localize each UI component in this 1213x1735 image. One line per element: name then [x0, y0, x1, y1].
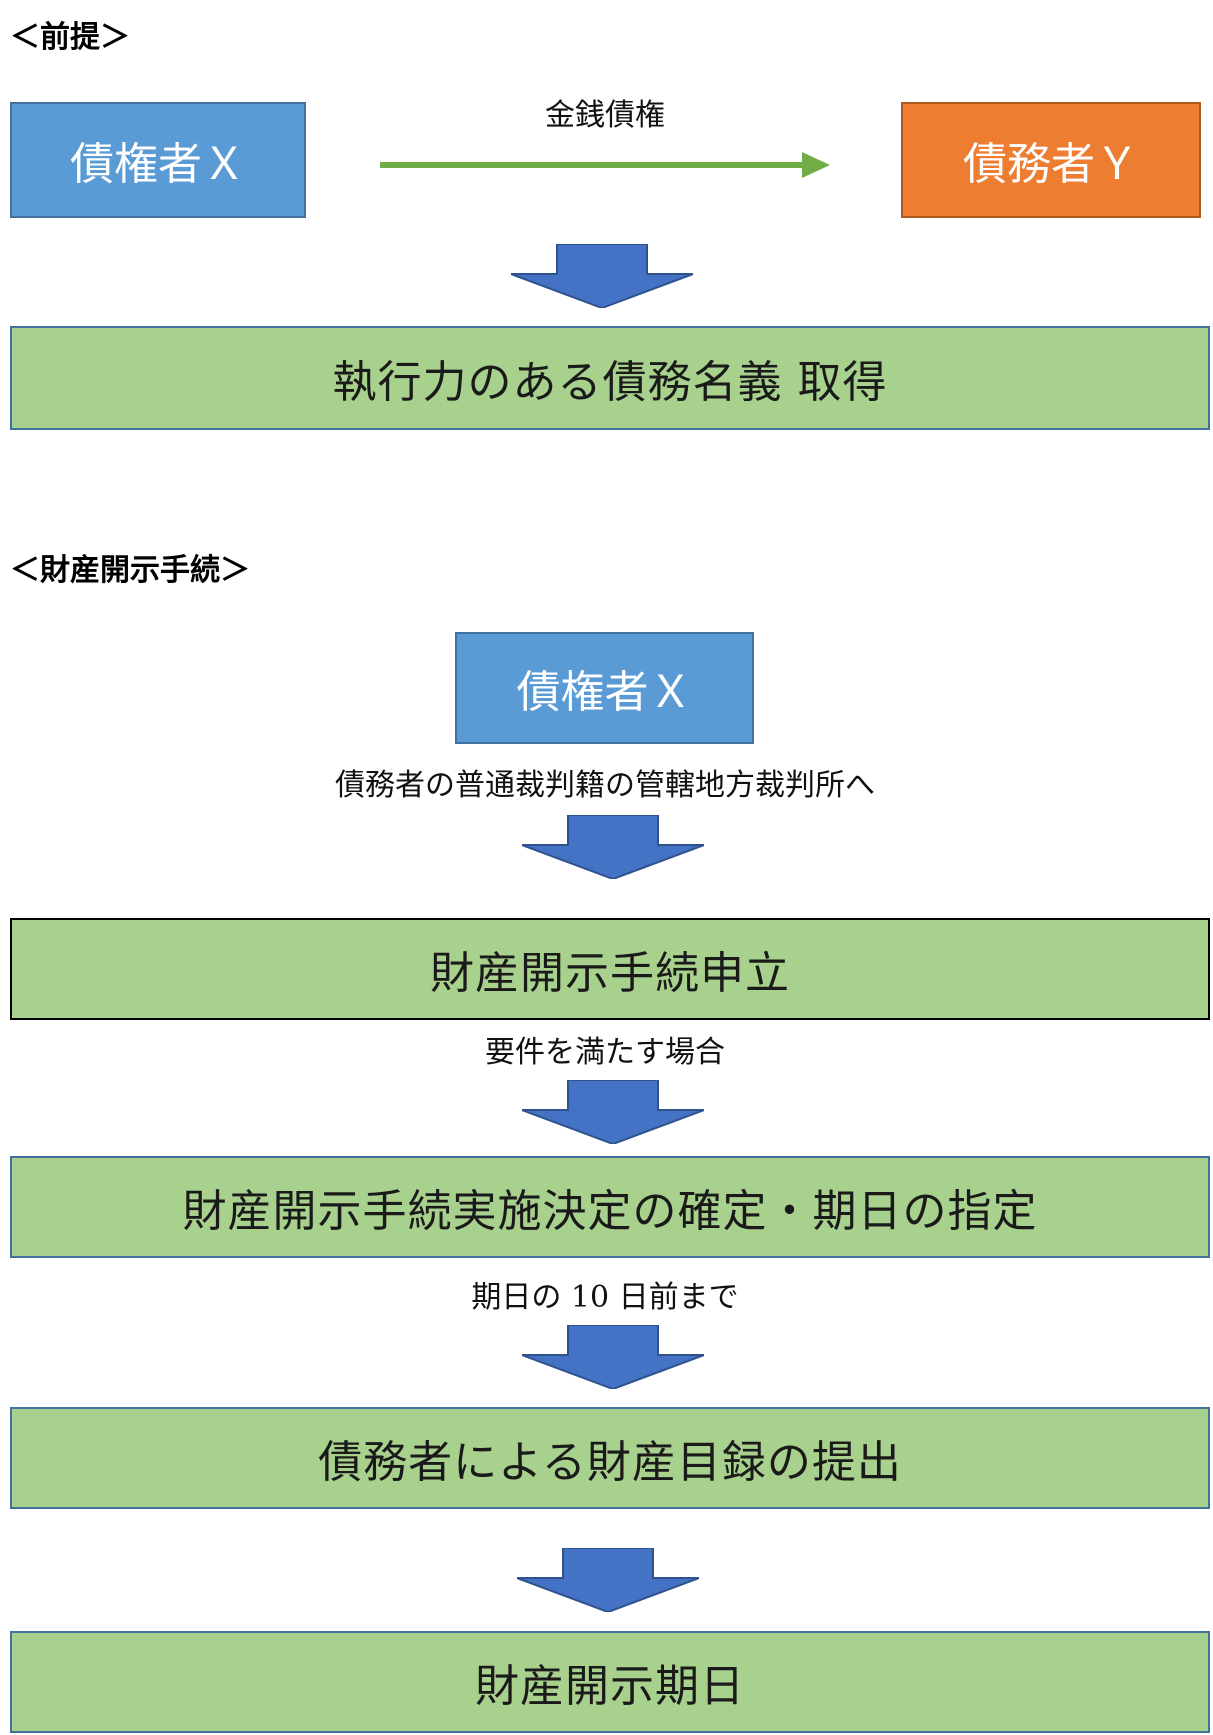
premise-debtor-box: 債務者Ｙ — [901, 102, 1201, 218]
premise-heading: ＜前提＞ — [10, 20, 130, 55]
down-arrow-icon — [522, 1325, 704, 1389]
right-arrow-icon — [380, 152, 830, 178]
step-hearing-date-box: 財産開示期日 — [10, 1631, 1210, 1733]
procedure-creditor-label: 債権者Ｘ — [516, 667, 693, 718]
procedure-heading: ＜財産開示手続＞ — [10, 553, 250, 588]
down-arrow-icon — [522, 815, 704, 879]
step-decision-box: 財産開示手続実施決定の確定・期日の指定 — [10, 1156, 1210, 1258]
relation-arrow-head — [802, 152, 830, 178]
step-hearing-date-label: 財産開示期日 — [475, 1661, 745, 1712]
premise-debtor-label: 債務者Ｙ — [963, 139, 1139, 190]
note-court-jurisdiction: 債務者の普通裁判籍の管轄地方裁判所へ — [335, 768, 875, 803]
relation-label: 金銭債権 — [545, 98, 665, 133]
procedure-creditor-box: 債権者Ｘ — [455, 632, 754, 744]
step-asset-list-label: 債務者による財産目録の提出 — [318, 1437, 902, 1488]
note-ten-days-before: 期日の 10 日前まで — [471, 1280, 739, 1315]
step-petition-label: 財産開示手続申立 — [430, 948, 790, 999]
step-petition-box: 財産開示手続申立 — [10, 918, 1210, 1020]
step-asset-list-box: 債務者による財産目録の提出 — [10, 1407, 1210, 1509]
premise-result-box: 執行力のある債務名義 取得 — [10, 326, 1210, 430]
premise-result-label: 執行力のある債務名義 取得 — [332, 357, 888, 408]
note-requirements-met: 要件を満たす場合 — [485, 1035, 725, 1070]
premise-creditor-box: 債権者Ｘ — [10, 102, 306, 218]
down-arrow-icon — [511, 244, 693, 308]
premise-creditor-label: 債権者Ｘ — [70, 139, 246, 190]
down-arrow-icon — [522, 1080, 704, 1144]
step-decision-label: 財産開示手続実施決定の確定・期日の指定 — [182, 1186, 1038, 1237]
down-arrow-icon — [517, 1548, 699, 1612]
